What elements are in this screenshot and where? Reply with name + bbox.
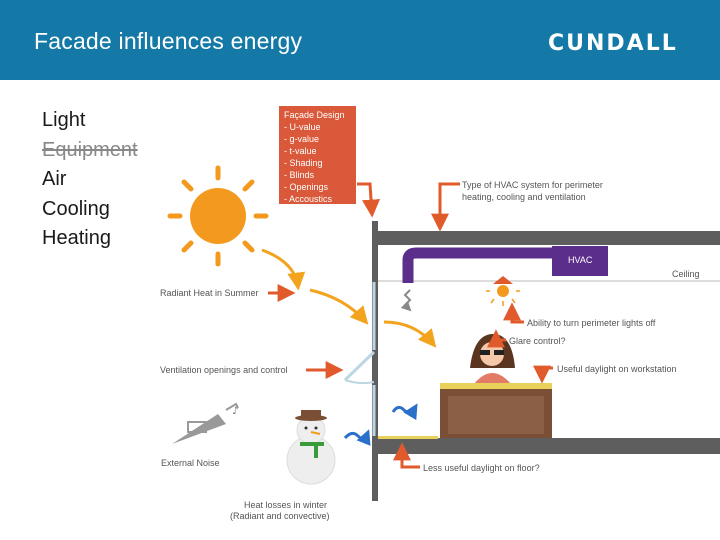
facade-diagram: Façade Design - U-value - g-value - t-va…: [160, 106, 720, 521]
radiant-heat-label: Radiant Heat in Summer: [160, 288, 259, 298]
factor-equipment: Equipment: [42, 138, 138, 161]
floor-slab: [372, 438, 720, 454]
cundall-logo: CUNDALL: [548, 31, 678, 56]
title-bar: Facade influences energy CUNDALL: [0, 0, 720, 80]
external-noise-label: External Noise: [161, 458, 220, 468]
facade-item: - t-value: [284, 146, 317, 156]
heat-losses-label-2: (Radiant and convective): [230, 511, 330, 521]
facade-item: - Openings: [284, 182, 329, 192]
factor-cooling: Cooling: [42, 197, 110, 220]
ceiling-slab: [372, 231, 720, 245]
airflow-icon: [400, 289, 412, 312]
heat-losses-label: Heat losses in winter: [244, 500, 327, 510]
snowman-icon: [286, 410, 336, 485]
desk-icon: [440, 383, 552, 438]
factor-air: Air: [42, 168, 67, 190]
energy-factors-list: Light Equipment Air Cooling Heating: [42, 106, 138, 254]
hvac-unit: [552, 246, 608, 276]
lights-off-label: Ability to turn perimeter lights off: [527, 318, 656, 328]
factor-heating: Heating: [42, 227, 111, 249]
hvac-type-label: Type of HVAC system for perimeter: [462, 180, 603, 190]
glare-label: Glare control?: [509, 336, 566, 346]
facade-design-title: Façade Design: [284, 110, 345, 120]
heat-arrow: [309, 288, 369, 325]
facade-item: - g-value: [284, 134, 319, 144]
hvac-label: HVAC: [568, 255, 593, 265]
hvac-duct: [402, 247, 552, 283]
heat-arrow: [261, 248, 306, 291]
facade-item: - Shading: [284, 158, 323, 168]
factor-light: Light: [42, 109, 86, 131]
heat-arrow: [383, 320, 437, 348]
floor-daylight: [378, 436, 438, 439]
sun-icon: [167, 165, 269, 267]
daylight-floor-label: Less useful daylight on floor?: [423, 463, 540, 473]
slide-title: Facade influences energy: [34, 28, 303, 54]
trumpet-icon: ♪: [172, 402, 239, 444]
noise-wave-icon: [343, 429, 371, 446]
facade-design-box: Façade Design - U-value - g-value - t-va…: [279, 106, 356, 204]
noise-wave-icon: [391, 403, 418, 421]
hvac-type-label-2: heating, cooling and ventilation: [462, 192, 586, 202]
daylight-workstation-label: Useful daylight on workstation: [557, 364, 677, 374]
ventilation-label: Ventilation openings and control: [160, 365, 288, 375]
facade-column: [372, 221, 378, 501]
facade-item: - Blinds: [284, 170, 315, 180]
facade-item: - Accoustics: [284, 194, 333, 204]
open-window: [343, 350, 376, 382]
svg-text:♪: ♪: [232, 406, 238, 417]
facade-item: - U-value: [284, 122, 321, 132]
ceiling-label: Ceiling: [672, 269, 700, 279]
